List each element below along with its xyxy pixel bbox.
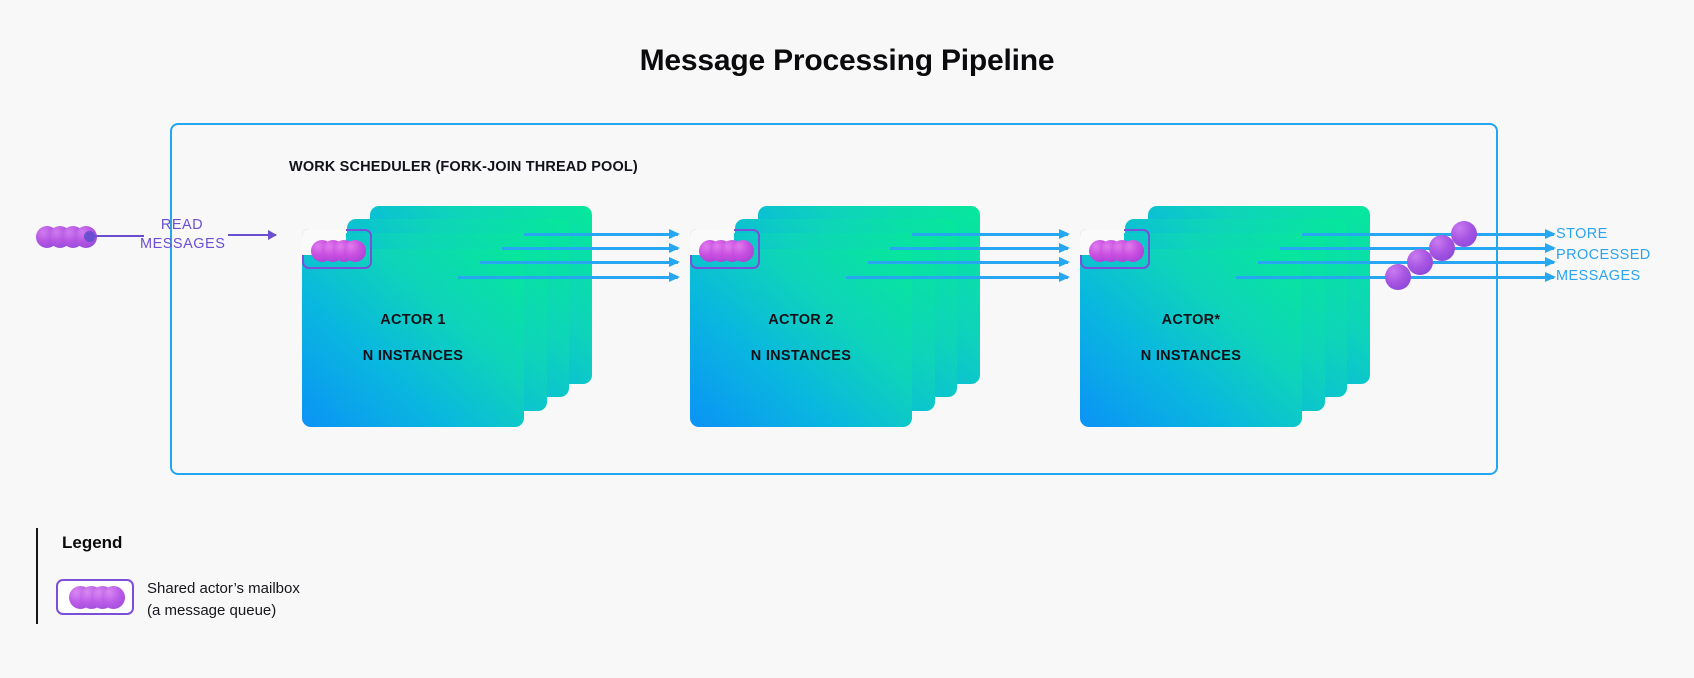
read-messages-label: READ MESSAGES [140, 216, 226, 254]
actor-card-primary: ACTOR* N INSTANCES [1080, 249, 1302, 427]
flow-arrow-2-to-3 [846, 272, 1070, 281]
flow-arrow-2-to-3 [868, 257, 1070, 266]
actor-instances-label: N INSTANCES [362, 348, 464, 364]
store-label-line2: PROCESSED [1556, 247, 1651, 263]
actor-mailbox-2 [689, 228, 760, 269]
actor-group-1: ACTOR 1 N INSTANCES [301, 206, 602, 427]
store-processed-messages-label: STORE PROCESSED MESSAGES [1556, 224, 1686, 287]
processed-message-ball-icon [1385, 264, 1411, 290]
read-messages-line2: MESSAGES [140, 236, 226, 252]
legend-mailbox-swatch [56, 579, 134, 615]
message-ball-icon [344, 240, 366, 262]
node-dot-icon [84, 231, 95, 242]
actor-card-text: ACTOR 2 N INSTANCES [690, 249, 912, 427]
store-label-line3: MESSAGES [1556, 268, 1641, 284]
processed-message-ball-icon [1429, 235, 1455, 261]
flow-arrow-2-to-3 [890, 243, 1070, 252]
actor-mailbox-1 [301, 228, 372, 269]
processed-message-ball-icon [1407, 249, 1433, 275]
flow-arrow-output [1280, 243, 1556, 252]
flow-arrow-1-to-2 [480, 257, 680, 266]
legend-text-line2: (a message queue) [147, 602, 277, 619]
flow-arrow-1-to-2 [524, 229, 680, 238]
processed-message-ball-icon [1451, 221, 1477, 247]
actor-group-3: ACTOR* N INSTANCES [1079, 206, 1380, 427]
flow-arrow-output [1258, 257, 1556, 266]
actor-group-2: ACTOR 2 N INSTANCES [689, 206, 990, 427]
message-ball-icon [1122, 240, 1144, 262]
work-scheduler-label: WORK SCHEDULER (FORK-JOIN THREAD POOL) [289, 159, 638, 175]
read-messages-line1: READ [160, 217, 204, 233]
flow-arrow-output [1302, 229, 1556, 238]
actor-mailbox-3 [1079, 228, 1150, 269]
actor-name-label: ACTOR 2 [768, 312, 834, 328]
actor-card-primary: ACTOR 1 N INSTANCES [302, 249, 524, 427]
message-ball-icon [732, 240, 754, 262]
legend-item-text: Shared actor’s mailbox (a message queue) [147, 578, 300, 622]
legend-title: Legend [62, 533, 123, 552]
actor-name-label: ACTOR 1 [380, 312, 446, 328]
actor-instances-label: N INSTANCES [1140, 348, 1242, 364]
legend-divider [36, 528, 39, 624]
message-ball-icon [102, 586, 125, 609]
flow-arrow-1-to-2 [458, 272, 680, 281]
store-label-line1: STORE [1556, 226, 1608, 242]
actor-card-primary: ACTOR 2 N INSTANCES [690, 249, 912, 427]
read-messages-arrow-icon [228, 229, 277, 241]
flow-arrow-2-to-3 [912, 229, 1070, 238]
legend-text-line1: Shared actor’s mailbox [147, 580, 300, 597]
actor-card-text: ACTOR 1 N INSTANCES [302, 249, 524, 427]
actor-card-text: ACTOR* N INSTANCES [1080, 249, 1302, 427]
work-scheduler-container [170, 123, 1498, 475]
input-connector-line [94, 235, 144, 238]
page-title: Message Processing Pipeline [639, 44, 1055, 77]
flow-arrow-1-to-2 [502, 243, 680, 252]
actor-instances-label: N INSTANCES [750, 348, 852, 364]
actor-name-label: ACTOR* [1161, 312, 1221, 328]
